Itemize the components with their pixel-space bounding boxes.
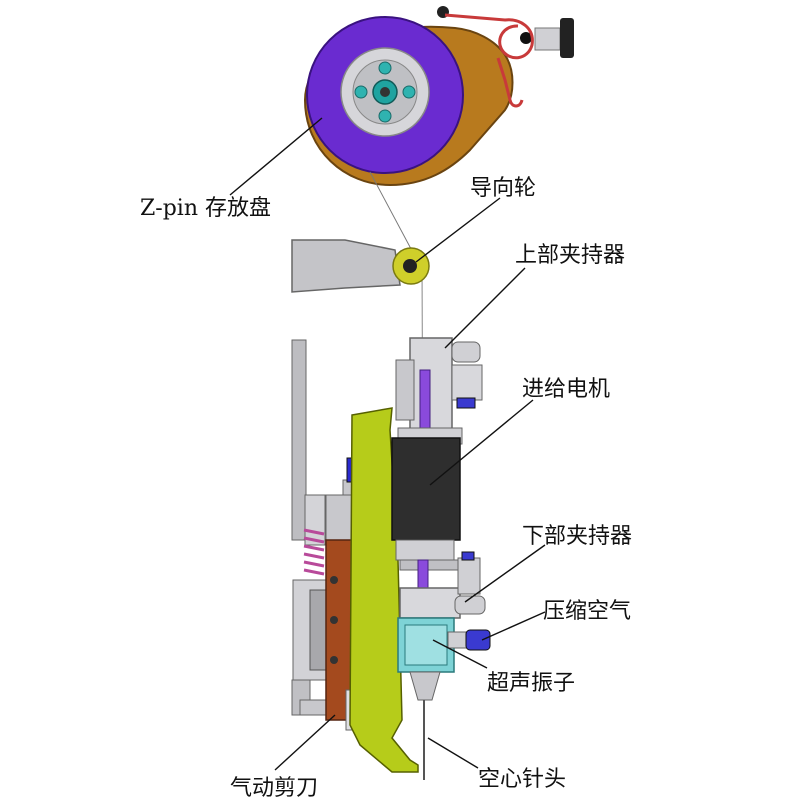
- guide-wheel-assembly: [291, 239, 430, 293]
- label-hollow-needle: 空心针头: [478, 767, 566, 792]
- upper-clamp-assembly: [395, 337, 483, 441]
- label-upper-clamp: 上部夹持器: [515, 243, 625, 268]
- zpin-wire: [369, 171, 419, 263]
- spool-assembly: [303, 6, 574, 187]
- ultrasonic-transducer: [397, 617, 491, 701]
- label-ultrasonic: 超声振子: [487, 671, 575, 696]
- lime-frame: [349, 407, 419, 773]
- label-guide-wheel: 导向轮: [470, 176, 536, 201]
- spool-connector: [534, 27, 561, 51]
- label-compressed-air: 压缩空气: [543, 599, 631, 624]
- label-pneumatic-cutter: 气动剪刀: [230, 776, 318, 801]
- air-fitting: [465, 629, 491, 651]
- guide-arm: [291, 239, 401, 293]
- spool-torsion-spring: [444, 13, 534, 108]
- compression-spring: [303, 528, 325, 576]
- feed-motor: [391, 427, 463, 571]
- lower-clamp-assembly: [399, 551, 486, 619]
- label-spool: Z-pin 存放盘: [140, 196, 271, 221]
- label-feed-motor: 进给电机: [522, 377, 610, 402]
- label-lower-clamp: 下部夹持器: [522, 524, 632, 549]
